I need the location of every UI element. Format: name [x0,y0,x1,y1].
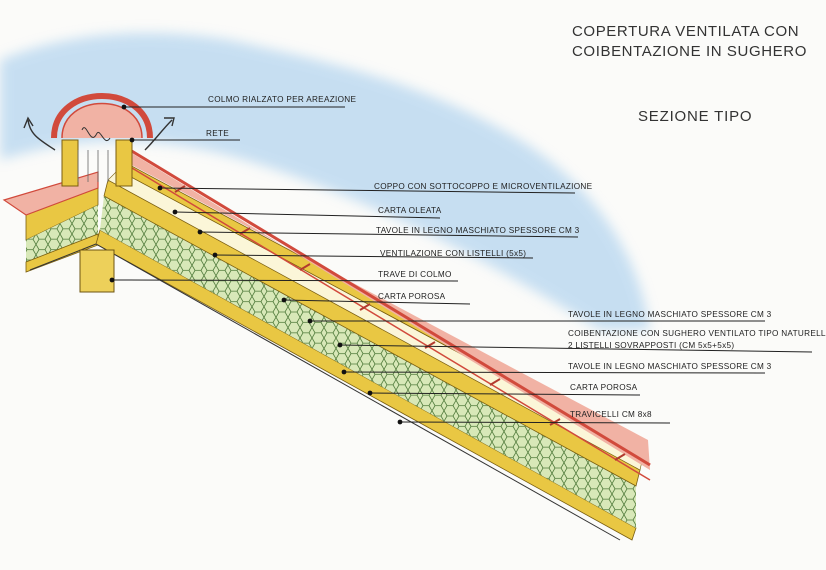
tile-segments [174,185,626,461]
label-tavole-1: TAVOLE IN LEGNO MASCHIATO SPESSORE CM 3 [376,226,580,235]
label-tavole-3: TAVOLE IN LEGNO MASCHIATO SPESSORE CM 3 [568,362,772,371]
roof-layers [95,148,651,541]
ridge-beam [79,249,115,293]
title-line-1: COPERTURA VENTILATA CON [572,23,800,40]
label-coppo: COPPO CON SOTTOCOPPO E MICROVENTILAZIONE [374,182,593,191]
label-ventilazione: VENTILAZIONE CON LISTELLI (5x5) [380,249,527,258]
label-trave-colmo: TRAVE DI COLMO [378,270,452,279]
ceiling-line-2 [29,243,97,271]
label-coibentazione-1: COIBENTAZIONE CON SUGHERO VENTILATO TIPO… [568,329,826,338]
label-coibentazione-2: 2 LISTELLI SOVRAPPOSTI (CM 5x5+5x5) [568,341,735,350]
label-travicelli: TRAVICELLI CM 8x8 [570,410,652,419]
label-carta-porosa-1: CARTA POROSA [378,292,446,301]
label-rete: RETE [206,129,230,138]
leader-lines [111,106,813,424]
airflow-arrows [23,116,175,151]
label-carta-oleata: CARTA OLEATA [378,206,442,215]
leader-dots [109,104,403,425]
insulation-panel-left [2,171,99,273]
label-colmo-rialzato: COLMO RIALZATO PER AREAZIONE [208,95,357,104]
label-tavole-2: TAVOLE IN LEGNO MASCHIATO SPESSORE CM 3 [568,310,772,319]
drawing-subtitle: SEZIONE TIPO [638,108,753,125]
label-carta-porosa-2: CARTA POROSA [570,383,638,392]
ceiling-line [95,243,621,541]
title-line-2: COIBENTAZIONE IN SUGHERO [572,43,807,60]
drawing-title: COPERTURA VENTILATA CON COIBENTAZIONE IN… [572,22,807,62]
ridge-vent [51,93,153,187]
